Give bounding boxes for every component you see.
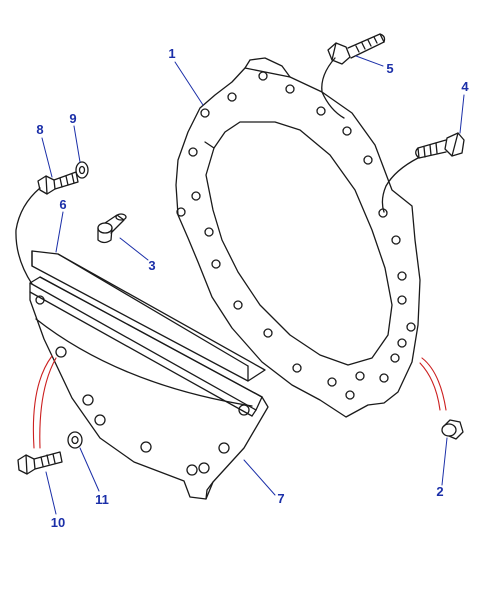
bolt-part-4 — [415, 132, 465, 159]
red-leader-plug-2 — [421, 357, 447, 411]
callout-3: 3 — [148, 258, 156, 273]
washer-part-9 — [75, 161, 89, 179]
callout-11: 11 — [95, 492, 109, 507]
callout-leader-8 — [41, 137, 53, 178]
cover-plate-part-7 — [29, 276, 269, 500]
leader-bolt-5-to-plate — [321, 57, 345, 119]
callout-6: 6 — [59, 197, 67, 212]
callout-7: 7 — [277, 491, 285, 506]
callout-leader-1 — [174, 61, 204, 106]
callout-leader-10 — [45, 471, 57, 515]
callout-leader-2 — [441, 437, 448, 486]
red-leader-plug-2-b — [419, 362, 441, 411]
bolt-part-10 — [17, 451, 63, 475]
callout-leader-6 — [55, 211, 64, 253]
callout-1: 1 — [168, 46, 176, 61]
leader-bolt-4-to-plate — [381, 157, 419, 213]
red-leader-bolt-10-b — [39, 357, 57, 449]
red-leader-bolt-10 — [32, 355, 53, 449]
callout-10: 10 — [50, 515, 66, 530]
washer-part-11 — [67, 431, 83, 449]
callout-9: 9 — [69, 111, 77, 126]
leader-bolt-8-to-cover — [15, 187, 41, 285]
seal-strip-part-6 — [31, 250, 266, 382]
bolt-part-5 — [327, 33, 386, 65]
adaptor-plate-part-1 — [175, 57, 421, 418]
callout-2: 2 — [436, 484, 444, 499]
dowel-sleeve-part-3 — [97, 213, 127, 244]
callout-leader-5 — [355, 55, 384, 67]
callout-leader-9 — [73, 125, 81, 163]
callout-leader-4 — [459, 94, 465, 134]
callout-leader-3 — [119, 237, 149, 261]
callout-4: 4 — [461, 79, 469, 94]
callout-5: 5 — [386, 61, 394, 76]
callout-leader-7 — [243, 459, 276, 496]
callout-8: 8 — [36, 122, 44, 137]
bolt-part-8 — [37, 171, 79, 195]
callout-leader-11 — [79, 447, 100, 492]
plug-part-2 — [441, 419, 464, 440]
